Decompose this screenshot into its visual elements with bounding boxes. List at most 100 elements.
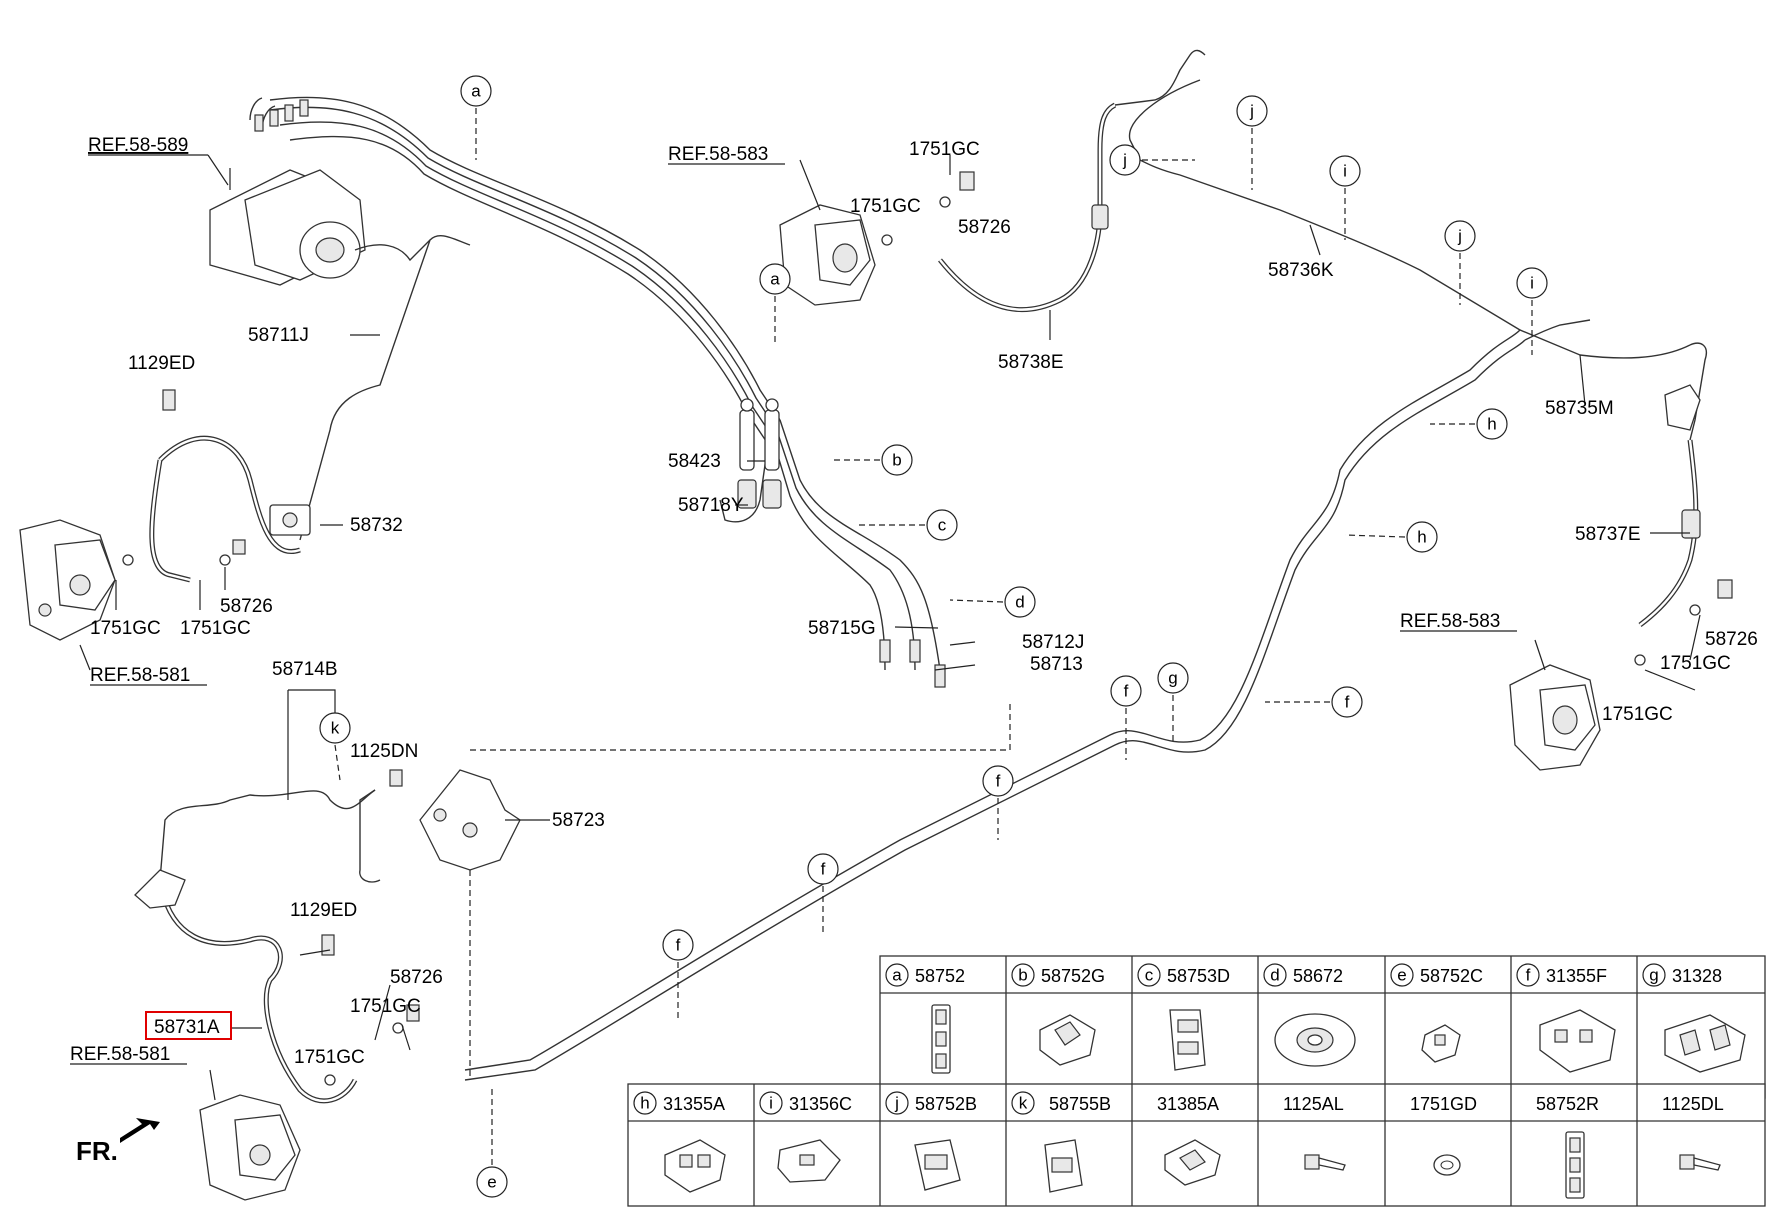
table-cell-f: f 31355F	[1516, 963, 1607, 987]
hose-connectors	[737, 398, 946, 688]
callout-letters: a a b c d e f f f f f g h h i i j j j k	[319, 75, 1548, 1198]
hose-58737E	[1638, 342, 1707, 627]
callout-f-4: f	[807, 853, 839, 885]
svg-text:58752C: 58752C	[1420, 966, 1483, 986]
svg-text:b: b	[892, 451, 901, 470]
table-cell-e: e 58752C	[1390, 963, 1483, 987]
callout-e: e	[476, 1166, 508, 1198]
svg-text:j: j	[1249, 102, 1254, 121]
label-58718Y: 58718Y	[678, 495, 744, 516]
label-58723: 58723	[552, 810, 605, 831]
clip-31355A-icon	[664, 1139, 726, 1193]
label-58738E: 58738E	[998, 352, 1064, 373]
svg-text:d: d	[1270, 966, 1279, 985]
svg-text:b: b	[1018, 966, 1027, 985]
lower-pipe-group	[719, 419, 941, 671]
label-58713: 58713	[1030, 654, 1083, 675]
clip-58752R-icon	[1565, 1131, 1585, 1199]
leader-lines	[79, 108, 1701, 1165]
label-58726-left: 58726	[220, 596, 273, 617]
svg-text:58752R: 58752R	[1536, 1094, 1599, 1114]
svg-text:e: e	[1397, 966, 1406, 985]
callout-c: c	[926, 509, 958, 541]
svg-text:f: f	[676, 936, 681, 955]
callout-h-1: h	[1476, 408, 1508, 440]
svg-text:31355F: 31355F	[1546, 966, 1607, 986]
label-58715G: 58715G	[808, 618, 876, 639]
svg-text:58753D: 58753D	[1167, 966, 1230, 986]
svg-text:f: f	[1124, 682, 1129, 701]
reference-labels: REF.58-589 REF.58-581 REF.58-583 REF.58-…	[70, 135, 1517, 1065]
svg-text:e: e	[487, 1173, 496, 1192]
clip-31355F-icon	[1539, 1009, 1616, 1073]
grommet-58672-icon	[1274, 1013, 1356, 1067]
callout-f-2: f	[1331, 686, 1363, 718]
label-58736K: 58736K	[1268, 260, 1334, 281]
table-cell-c: c 58753D	[1137, 963, 1230, 987]
label-1751GC-c2: 1751GC	[850, 196, 921, 217]
table-cell-58752R: 58752R	[1536, 1094, 1599, 1114]
svg-text:58752G: 58752G	[1041, 966, 1105, 986]
svg-text:g: g	[1649, 966, 1658, 985]
label-1751GC-b1: 1751GC	[350, 996, 421, 1017]
callout-b: b	[881, 444, 913, 476]
svg-text:g: g	[1168, 669, 1177, 688]
callout-j-2: j	[1109, 144, 1141, 176]
svg-text:a: a	[471, 82, 481, 101]
svg-text:j: j	[894, 1094, 899, 1113]
svg-text:a: a	[770, 270, 780, 289]
svg-text:h: h	[1417, 528, 1426, 547]
bracket-58723	[419, 700, 1011, 1080]
label-58726-bot: 58726	[390, 967, 443, 988]
callout-d: d	[1004, 586, 1036, 618]
callout-f-3: f	[982, 765, 1014, 797]
callout-f-1: f	[1110, 675, 1142, 707]
clip-58752B-icon	[914, 1139, 961, 1191]
caliper-center	[779, 204, 876, 306]
ref-58-589: REF.58-589	[88, 135, 188, 156]
svg-text:c: c	[1145, 966, 1154, 985]
svg-text:1125DL: 1125DL	[1662, 1094, 1724, 1114]
rear-pipe-run	[464, 159, 1691, 1081]
label-58711J: 58711J	[248, 325, 309, 346]
callout-i-1: i	[1329, 155, 1361, 187]
part-labels: 58711J 1129ED 58732 58726 1751GC 1751GC …	[90, 139, 1758, 1068]
clip-31356C-icon	[777, 1139, 841, 1183]
ref-58-581-bottom: REF.58-581	[70, 1044, 170, 1065]
clip-58753D-icon	[1169, 1009, 1206, 1071]
svg-text:d: d	[1015, 593, 1024, 612]
clip-58752C-icon	[1421, 1024, 1461, 1063]
caliper-front-left	[19, 519, 116, 641]
svg-text:31356C: 31356C	[789, 1094, 852, 1114]
label-1751GC-r1: 1751GC	[1660, 653, 1731, 674]
label-1751GC-r2: 1751GC	[1602, 704, 1673, 725]
clip-31385A-icon	[1164, 1139, 1221, 1186]
table-cell-1125AL: 1125AL	[1283, 1094, 1344, 1114]
ref-58-583-center: REF.58-583	[668, 144, 768, 165]
svg-text:31328: 31328	[1672, 966, 1722, 986]
clip-58752-icon	[931, 1004, 951, 1074]
direction-indicator: FR.	[76, 1118, 160, 1166]
label-1125DN: 1125DN	[350, 741, 418, 762]
washer-1751GD-icon	[1433, 1154, 1461, 1176]
svg-text:f: f	[1526, 966, 1531, 985]
table-cell-1751GD: 1751GD	[1410, 1094, 1477, 1114]
svg-text:f: f	[1345, 693, 1350, 712]
svg-text:c: c	[938, 516, 947, 535]
label-1751GC-c1: 1751GC	[909, 139, 980, 160]
bolt-1125DL-icon	[1679, 1154, 1721, 1171]
svg-text:j: j	[1122, 151, 1127, 170]
label-1751GC-l1: 1751GC	[90, 618, 161, 639]
label-1129ED-top: 1129ED	[128, 353, 195, 374]
callout-a-top: a	[460, 75, 492, 107]
label-1129ED-bot: 1129ED	[290, 900, 357, 921]
bolts	[122, 171, 1733, 1086]
svg-text:31385A: 31385A	[1157, 1094, 1219, 1114]
front-arrow-icon	[120, 1118, 160, 1143]
svg-text:f: f	[821, 860, 826, 879]
